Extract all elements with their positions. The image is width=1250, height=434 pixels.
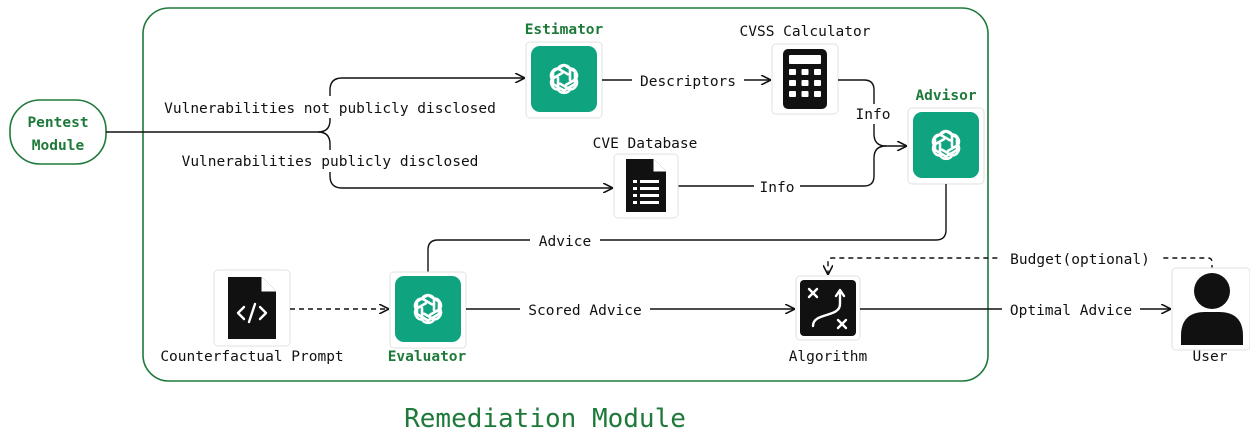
edge-label-info-top: Info bbox=[856, 107, 891, 123]
user-icon bbox=[1181, 273, 1243, 345]
strategy-board-icon bbox=[800, 280, 856, 336]
edge-label-optimal-advice: Optimal Advice bbox=[1010, 303, 1132, 319]
pentest-label-line2: Module bbox=[32, 138, 85, 154]
cvss-calculator-node bbox=[771, 43, 839, 115]
algorithm-node bbox=[795, 275, 861, 341]
pentest-module-node: Pentest Module bbox=[9, 99, 107, 165]
edge-label-advice: Advice bbox=[539, 234, 591, 250]
advisor-title: Advisor bbox=[915, 88, 976, 104]
user-title: User bbox=[1193, 349, 1228, 365]
advice-connector bbox=[427, 184, 947, 272]
cvss-calculator-title: CVSS Calculator bbox=[740, 24, 871, 40]
edge-label-scored-advice: Scored Advice bbox=[528, 303, 642, 319]
edge-label-not-disclosed: Vulnerabilities not publicly disclosed bbox=[164, 101, 496, 117]
edge-label-budget: Budget(optional) bbox=[1010, 252, 1150, 268]
pentest-label-line1: Pentest bbox=[27, 115, 88, 131]
estimator-title: Estimator bbox=[525, 22, 604, 38]
estimator-node bbox=[525, 41, 603, 119]
calculator-icon bbox=[783, 49, 827, 109]
user-node bbox=[1171, 267, 1250, 351]
document-icon bbox=[626, 159, 666, 212]
remediation-module-title: Remediation Module bbox=[404, 404, 686, 434]
code-file-icon bbox=[228, 277, 276, 339]
edge-label-disclosed: Vulnerabilities publicly disclosed bbox=[182, 154, 479, 170]
edge-label-descriptors: Descriptors bbox=[640, 74, 736, 90]
edge-label-info-bottom: Info bbox=[760, 180, 795, 196]
cve-database-title: CVE Database bbox=[593, 136, 698, 152]
evaluator-node bbox=[389, 271, 467, 349]
cve-database-node bbox=[613, 153, 679, 219]
evaluator-title: Evaluator bbox=[388, 349, 467, 365]
pentest-split-connector bbox=[106, 78, 612, 188]
remediation-module-border bbox=[142, 7, 989, 382]
counterfactual-prompt-node bbox=[213, 269, 291, 347]
advisor-node bbox=[907, 107, 985, 185]
algorithm-title: Algorithm bbox=[789, 349, 868, 365]
counterfactual-prompt-title: Counterfactual Prompt bbox=[160, 349, 343, 365]
